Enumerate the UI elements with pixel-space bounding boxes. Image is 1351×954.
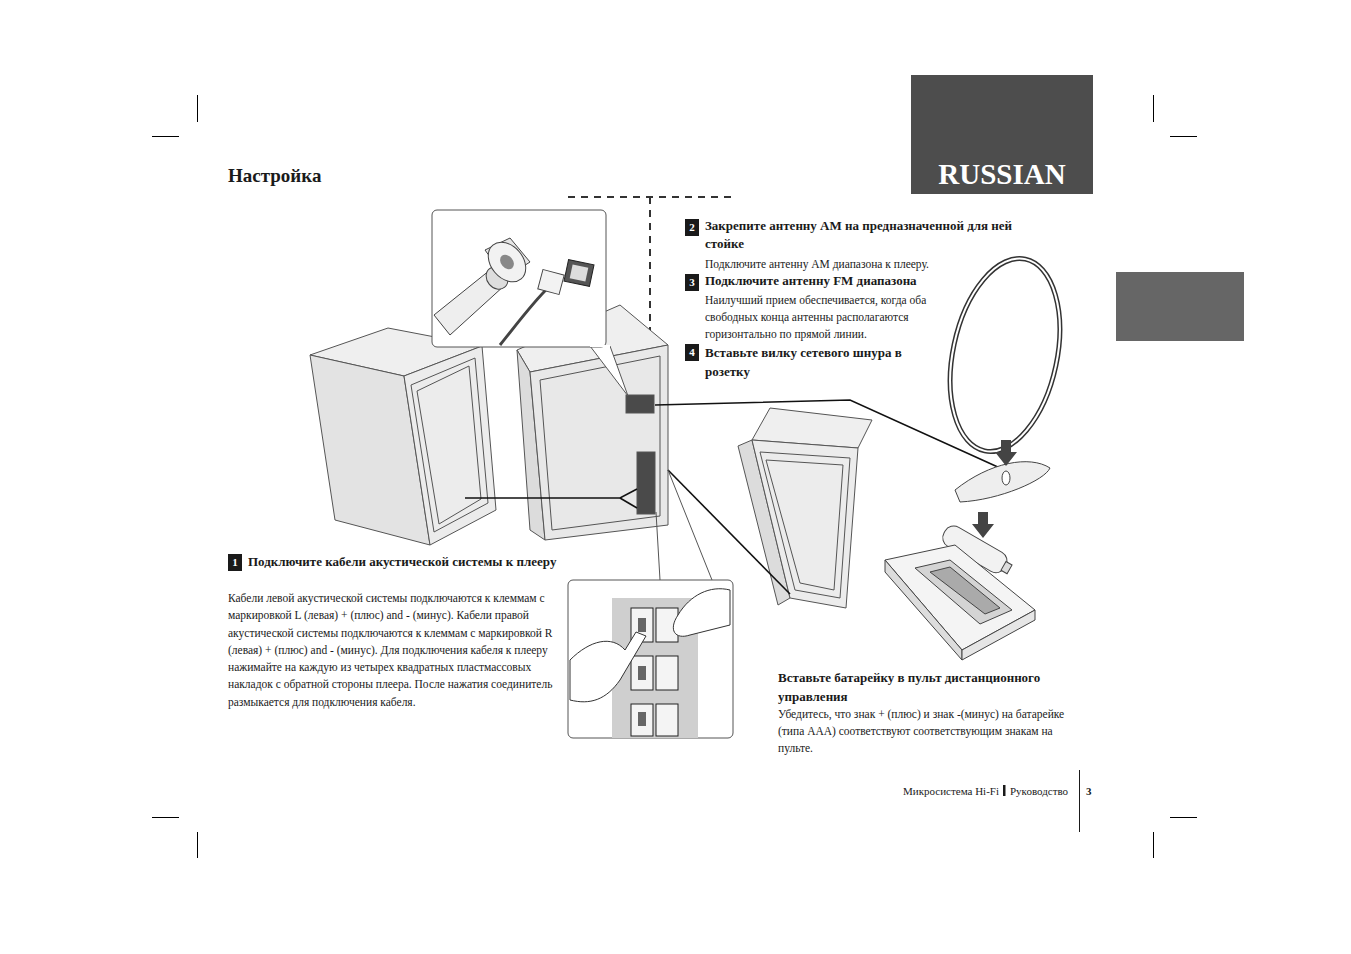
callout-number: 2 (685, 219, 699, 236)
footer-text: Микросистема Hi-Fi (903, 784, 999, 798)
callout-digit: 1 (232, 556, 238, 569)
page-title: Настройка (228, 164, 321, 188)
tab-label: RUSSIAN (938, 159, 1065, 190)
footer-rule (1079, 770, 1080, 832)
loop-antenna (934, 248, 1076, 502)
callout-digit: 4 (689, 346, 695, 359)
callout-number: 4 (685, 344, 699, 361)
left-speaker (310, 328, 496, 545)
footer-text: Руководство (1010, 784, 1068, 798)
step-heading: Вставьте вилку сетевого шнура в розетку (705, 343, 930, 381)
step-note: Убедитесь, что знак + (плюс) и знак -(ми… (778, 706, 1066, 757)
page-number: 3 (1086, 784, 1092, 798)
step-heading: Подключите антенну FM диапазона (705, 272, 1035, 290)
step-note: Наилучший прием обеспечивается, когда об… (705, 292, 947, 343)
side-tab (1116, 272, 1244, 341)
footer-bar (1003, 785, 1006, 796)
language-tab: RUSSIAN (911, 75, 1093, 194)
right-speaker (738, 408, 872, 608)
callout-number: 3 (685, 274, 699, 291)
step-heading: Закрепите антенну AM на предназначенной … (705, 217, 1040, 253)
callout-digit: 2 (689, 221, 695, 234)
step-heading: Подключите кабели акустической системы к… (248, 552, 558, 571)
callout-digit: 3 (689, 276, 695, 289)
remote-control (885, 512, 1035, 660)
crop-marks (152, 95, 1197, 858)
callout-number: 1 (228, 554, 242, 571)
connector-inset (432, 210, 628, 396)
step-note: Подключите антенну AM диапазона к плееру… (705, 256, 1035, 272)
step-note: Кабели левой акустической системы подклю… (228, 590, 560, 711)
step-heading: Вставьте батарейку в пульт дистанционног… (778, 668, 1088, 706)
terminal-inset (568, 470, 733, 738)
